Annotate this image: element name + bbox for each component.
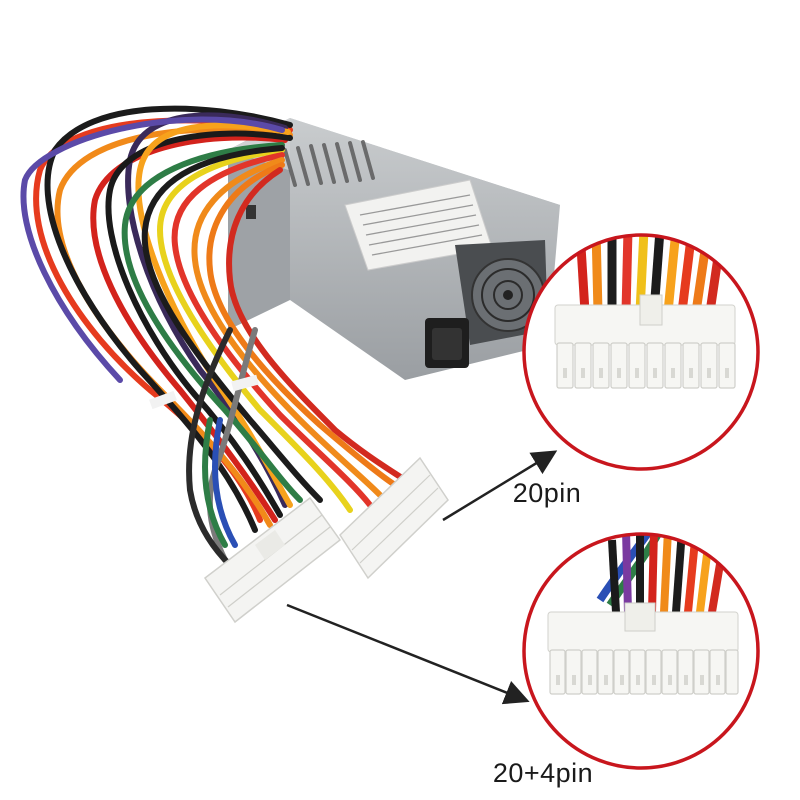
arrow-to-24pin-zoom: [286, 603, 530, 705]
zoom-circle-20pin: [522, 233, 760, 471]
connector-20pin-photo: [339, 456, 449, 580]
label-20-4pin: 20+4pin: [492, 758, 594, 788]
ac-power-inlet: [425, 318, 469, 368]
connector-20-4pin-photo: [203, 496, 342, 624]
label-20pin: 20pin: [512, 478, 582, 508]
zoom-circle-20-4pin: [522, 532, 760, 770]
cable-bundle: [20, 105, 408, 568]
arrow-to-20pin-zoom: [442, 450, 558, 522]
